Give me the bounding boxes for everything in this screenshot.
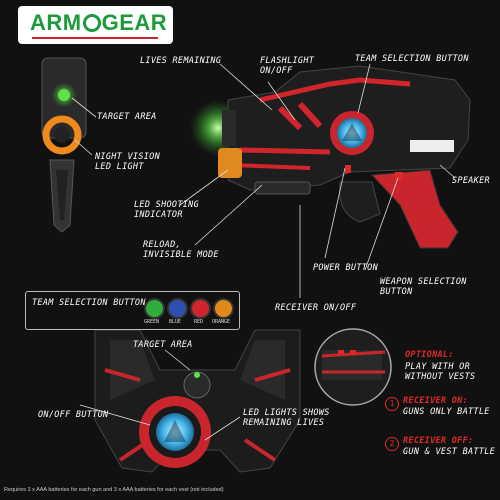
laser-vest [94,329,301,473]
label-receiver-onoff: RECEIVER ON/OFF [275,303,357,313]
team-selection-panel: TEAM SELECTION BUTTON GREEN BLUE RED ORA… [25,291,240,330]
label-reload: RELOAD, INVISIBLE MODE [143,240,219,260]
option-2-badge: 2 [385,437,399,451]
label-vest-target-area: TARGET AREA [133,340,193,350]
team-red-dot [190,298,211,319]
team-green-label: GREEN [144,319,160,325]
label-led-shooting: LED SHOOTING INDICATOR [134,200,200,220]
gun-front-view [41,57,87,233]
option-1-title: RECEIVER ON: [403,396,469,406]
team-orange-dot [213,298,234,319]
team-blue-label: BLUE [169,319,182,325]
leader-lines [71,63,456,441]
label-team-selection: TEAM SELECTION BUTTON [355,54,469,64]
label-target-area: TARGET AREA [97,112,157,122]
option-2-title: RECEIVER OFF: [403,436,474,446]
team-red-label: RED [194,319,204,325]
option-2-desc: GUN & VEST BATTLE [403,447,496,457]
team-blue-dot [167,298,188,319]
label-weapon-selection: WEAPON SELECTION BUTTON [380,277,467,297]
team-orange-label: ORANGE [212,319,231,325]
label-night-vision: NIGHT VISION LED LIGHT [95,152,161,172]
option-1-badge: 1 [385,397,399,411]
optional-line: PLAY WITH OR WITHOUT VESTS [405,362,476,382]
laser-gun [190,65,471,249]
label-flashlight: FLASHLIGHT ON/OFF [260,56,315,76]
receiver-inset [314,328,392,406]
label-lives-remaining: LIVES REMAINING [140,56,222,66]
team-green-dot [144,298,165,319]
optional-title: OPTIONAL: [405,350,454,360]
label-speaker: SPEAKER [452,176,490,186]
team-panel-title: TEAM SELECTION BUTTON [32,298,146,308]
label-power-button: POWER BUTTON [313,263,379,273]
battery-footnote: Requires 3 x AAA batteries for each gun … [4,487,224,493]
crosshair-icon [82,14,101,32]
logo-underline [32,37,158,39]
label-onoff-button: ON/OFF BUTTON [38,410,109,420]
label-led-lights-lives: LED LIGHTS SHOWS REMAINING LIVES [243,408,330,428]
option-1-desc: GUNS ONLY BATTLE [403,407,490,417]
